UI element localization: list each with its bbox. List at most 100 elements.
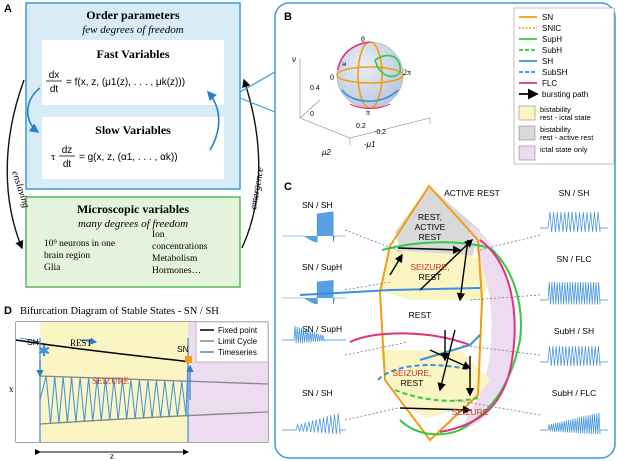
fast-variables-title: Fast Variables bbox=[96, 47, 169, 61]
panel-letter-c: C bbox=[284, 181, 292, 193]
region-pink-right bbox=[462, 225, 515, 430]
axis-mu1-label: -μ1 bbox=[364, 140, 376, 149]
label-seizure-rest-bottom-2: REST bbox=[401, 378, 424, 388]
sh-curve-sphere bbox=[341, 89, 399, 102]
microscopic-variables-box bbox=[25, 196, 241, 288]
label-rest: REST bbox=[409, 310, 432, 320]
panel-d-timeseries bbox=[19, 337, 194, 442]
panel-letter-a: A bbox=[4, 3, 12, 15]
label-active-rest: ACTIVE REST bbox=[444, 188, 500, 198]
trace-path bbox=[540, 211, 608, 233]
legend-label: FLC bbox=[542, 79, 557, 88]
left-trace-1 bbox=[282, 211, 346, 243]
callout-lines bbox=[239, 71, 276, 113]
suph-curve-sphere bbox=[374, 54, 401, 78]
micro-col2-line1: Ion bbox=[152, 230, 165, 240]
microscopic-title: Microscopic variables bbox=[77, 202, 189, 216]
left-traces: SN / SH SN / SupH SN / SupH SN / SH bbox=[282, 200, 346, 435]
trace-path bbox=[282, 413, 346, 435]
legend-patch-label: rest - active rest bbox=[540, 133, 594, 142]
slow-to-fast-arrow bbox=[206, 90, 220, 151]
left-trace-4 bbox=[282, 413, 346, 435]
timeseries-path bbox=[19, 337, 189, 424]
panel-bc-frame bbox=[274, 2, 616, 459]
legend-patch-label: bistability bbox=[540, 125, 571, 134]
panel-d-ylabel: x bbox=[9, 384, 14, 394]
left-trace-3 bbox=[282, 325, 346, 344]
label-seizure-rest-top-1: SEIZURE, bbox=[410, 262, 449, 272]
trace-path bbox=[282, 280, 346, 305]
legend-label: SN bbox=[542, 13, 553, 22]
enslaving-arrow bbox=[6, 79, 25, 250]
label-seizure-rest-top-2: REST bbox=[419, 272, 442, 282]
slow-eq-tau: τ bbox=[51, 151, 56, 163]
micro-col1-line1: 10⁹ neurons in one bbox=[44, 239, 115, 249]
flc-curve bbox=[439, 239, 516, 433]
label-rest-active-rest-1: REST, bbox=[418, 212, 442, 222]
panel-b: B ν 0.4 0 μ2 0.2 -0.2 -μ1 θ 0 2π π π SNS… bbox=[274, 2, 616, 459]
legend-label: SH bbox=[542, 57, 553, 66]
micro-col1-line2: brain region bbox=[44, 251, 90, 261]
axis-mu2-label: μ2 bbox=[321, 148, 331, 157]
micro-col2-line4: Hormones… bbox=[152, 266, 201, 276]
panel-d-rest-label: REST bbox=[70, 338, 93, 348]
subsh-curve bbox=[377, 364, 471, 381]
flc-curve-lower bbox=[349, 332, 471, 346]
sn-marker bbox=[185, 356, 192, 363]
panel-d: D Bifurcation Diagram of Stable States -… bbox=[4, 305, 269, 461]
microscopic-subtitle: many degrees of freedom bbox=[78, 218, 188, 230]
panel-d-xlabel: z bbox=[110, 451, 114, 461]
sn-label: SN bbox=[177, 344, 189, 354]
sn-curve-diamond bbox=[378, 184, 484, 442]
left-trace-label-1: SN / SH bbox=[302, 200, 333, 210]
left-trace-label-3: SN / SupH bbox=[302, 324, 342, 334]
order-parameters-subtitle: few degrees of freedom bbox=[82, 24, 184, 36]
bursting-paths bbox=[389, 239, 475, 414]
suph-curve bbox=[381, 241, 522, 436]
subh-curve bbox=[394, 389, 479, 402]
order-parameters-title: Order parameters bbox=[86, 8, 180, 22]
sphere-2pi-label: 2π bbox=[403, 68, 411, 77]
panel-d-title: Bifurcation Diagram of Stable States - S… bbox=[20, 306, 219, 317]
axes-box bbox=[299, 58, 431, 145]
legend-patch-label: ictal state only bbox=[540, 145, 588, 154]
tick-02: 0.2 bbox=[356, 123, 366, 130]
left-trace-label-2: SN / SupH bbox=[302, 262, 342, 272]
fixed-point-branch bbox=[15, 339, 193, 363]
fast-eq-dx: dx bbox=[49, 70, 60, 81]
legend-d-label: Limit Cycle bbox=[218, 337, 258, 346]
right-trace-label-4: SubH / FLC bbox=[552, 388, 596, 398]
legend-label: bursting path bbox=[542, 90, 588, 99]
slow-variables-box bbox=[42, 117, 224, 179]
legend-label: SNIC bbox=[542, 24, 561, 33]
panel-c: C bbox=[282, 181, 608, 442]
label-rest-active-rest-2: ACTIVE bbox=[415, 222, 446, 232]
right-trace-4 bbox=[540, 412, 608, 435]
legend-box-d bbox=[195, 321, 269, 363]
panel-d-seizure-label: SEIZURE bbox=[92, 376, 130, 386]
micro-col2-line2: concentrations bbox=[152, 242, 208, 252]
fast-to-slow-arrow bbox=[26, 87, 41, 133]
legend-d-label: Timeseries bbox=[218, 348, 257, 357]
flc-curve-sphere bbox=[337, 41, 371, 71]
tick-0-nu: 0 bbox=[310, 111, 314, 118]
right-trace-3 bbox=[540, 345, 608, 367]
flc-curve-sphere-bottom bbox=[349, 103, 391, 110]
trace-path bbox=[282, 325, 346, 344]
emergence-arrow bbox=[241, 78, 260, 249]
legend-patch-label: rest - ictal state bbox=[540, 113, 591, 122]
tick-04: 0.4 bbox=[310, 85, 320, 92]
fast-eq-rhs: = f(x, z, (μ1(z), . . . , μk(z))) bbox=[66, 77, 185, 88]
panel-letter-d: D bbox=[4, 305, 12, 317]
panel-letter-b: B bbox=[284, 11, 292, 23]
legend-patch-label: bistability bbox=[540, 105, 571, 114]
sn-curve-equator bbox=[336, 66, 404, 84]
legend-patch bbox=[518, 105, 536, 121]
sphere-0-label: 0 bbox=[330, 73, 334, 82]
trace-connectors bbox=[344, 229, 541, 421]
right-trace-label-3: SubH / SH bbox=[554, 326, 594, 336]
tick-m02: -0.2 bbox=[374, 129, 386, 136]
legend-d-label: Fixed point bbox=[218, 326, 258, 335]
